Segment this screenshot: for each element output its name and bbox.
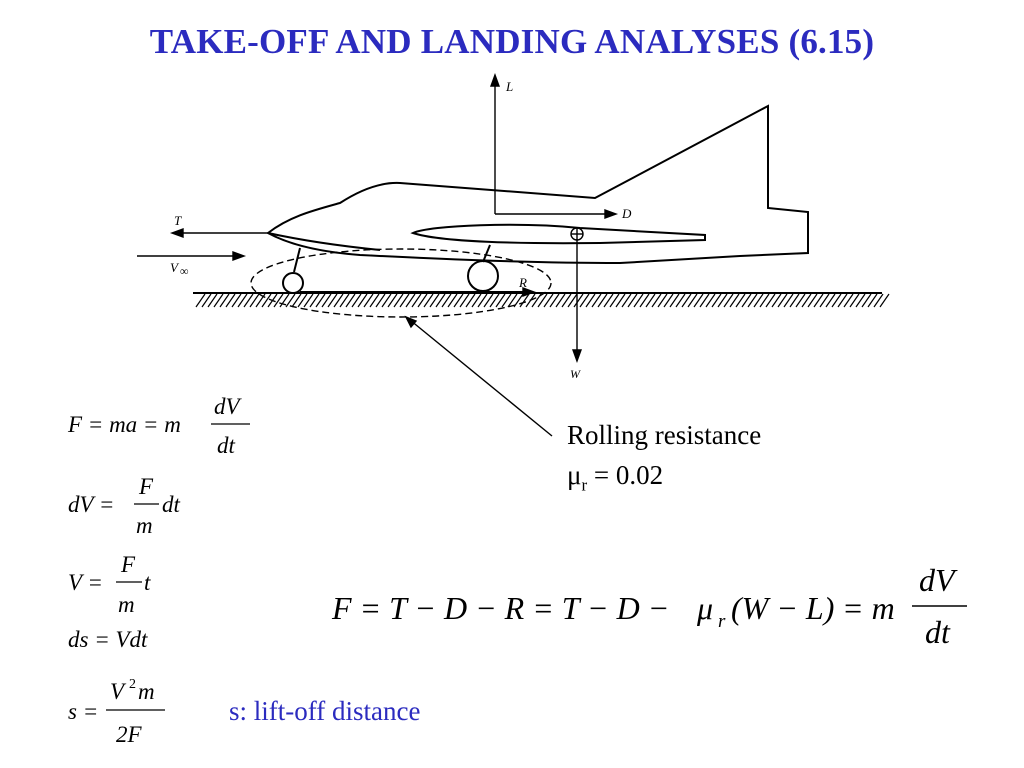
rolling-resistance-coefficient: μr = 0.02 xyxy=(567,460,663,495)
thrust-label: T xyxy=(174,213,182,228)
eq1-den: dt xyxy=(217,433,236,458)
rolling-force-label: R xyxy=(518,275,527,290)
main-eq-den: dt xyxy=(925,614,951,650)
freestream-subscript: ∞ xyxy=(180,264,189,278)
weight-label: W xyxy=(570,367,581,381)
mu-symbol: μ xyxy=(567,460,582,490)
eq3-rhs: t xyxy=(144,570,151,595)
main-equation: F = T − D − R = T − D − μ r (W − L) = m … xyxy=(331,562,967,650)
mu-subscript: r xyxy=(581,475,588,495)
eq5-num-exp: 2 xyxy=(129,677,136,692)
eq1-lhs: F = ma = m xyxy=(67,412,181,437)
eq5-num-base: V xyxy=(110,679,127,704)
rolling-resistance-label: Rolling resistance xyxy=(567,420,762,450)
eq2-den: m xyxy=(136,513,153,538)
eq2-lhs: dV = xyxy=(68,492,114,517)
freestream-label: V xyxy=(170,260,180,275)
eq3-num: F xyxy=(120,552,136,577)
eq5-num-tail: m xyxy=(138,679,155,704)
eq3-lhs: V = xyxy=(68,570,103,595)
eq3-den: m xyxy=(118,592,135,617)
slide-title: TAKE-OFF AND LANDING ANALYSES (6.15) xyxy=(149,22,875,61)
force-arrows xyxy=(137,72,619,437)
main-eq-mid: = m xyxy=(842,590,895,626)
eq2-rhs: dt xyxy=(162,492,181,517)
rolling-resistance-ellipse xyxy=(250,248,552,318)
main-eq-mu: μ xyxy=(696,590,713,626)
cg-symbol xyxy=(570,227,584,241)
eq5-lhs: s = xyxy=(68,699,98,724)
eq4: ds = Vdt xyxy=(68,627,148,652)
lift-label: L xyxy=(505,79,513,94)
main-eq-lhs: F = T − D − R = T − D − xyxy=(331,590,669,626)
eq2-num: F xyxy=(138,474,154,499)
main-eq-mu-sub: r xyxy=(718,611,726,632)
lift-off-note: s: lift-off distance xyxy=(229,696,421,726)
mu-value: = 0.02 xyxy=(587,460,664,490)
aircraft xyxy=(266,104,809,294)
main-eq-paren: (W − L) xyxy=(731,590,834,626)
drag-label: D xyxy=(621,206,632,221)
equation-list: F = ma = m dV dt dV = F m dt V = F m t d… xyxy=(67,394,250,747)
eq1-num: dV xyxy=(214,394,243,419)
eq5-den: 2F xyxy=(116,722,143,747)
main-eq-num: dV xyxy=(919,562,958,598)
